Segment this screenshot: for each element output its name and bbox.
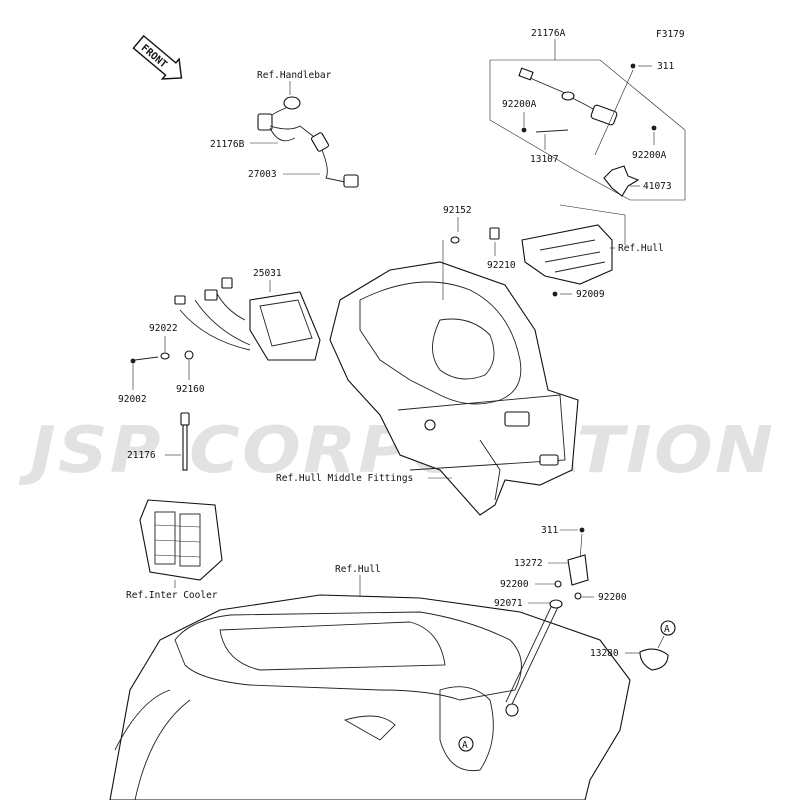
hull-cover-group: Ref.Hull 92009 <box>521 204 664 300</box>
svg-text:A: A <box>664 624 670 635</box>
lower-hull: Ref.Hull A <box>109 564 631 801</box>
handlebar-harness-group: Ref.Handlebar 21176B 27003 <box>210 70 359 188</box>
callout-a-gasket: A <box>660 620 676 636</box>
part-label-92200A-2: 92200A <box>632 150 667 161</box>
bracket-group: 311 13272 92200 92200 92071 A 13280 <box>494 525 676 671</box>
intercooler-group: 21176 Ref.Inter Cooler <box>126 412 223 601</box>
part-label-92022: 92022 <box>149 323 178 334</box>
part-label-92160: 92160 <box>176 384 205 395</box>
part-label-92002: 92002 <box>118 394 147 405</box>
part-label-27003: 27003 <box>248 169 277 180</box>
part-label-13107: 13107 <box>530 154 559 165</box>
part-label-21176: 21176 <box>127 450 156 461</box>
ref-inter-cooler-label: Ref.Inter Cooler <box>126 590 218 601</box>
part-label-92200-2: 92200 <box>598 592 627 603</box>
ref-hull-middle-fittings-label: Ref.Hull Middle Fittings <box>276 473 413 484</box>
part-label-92009: 92009 <box>576 289 605 300</box>
part-label-92210: 92210 <box>487 260 516 271</box>
sensor-assembly-group: 21176A 311 92200A 92200A 13107 41073 <box>489 28 686 201</box>
part-label-92152: 92152 <box>443 205 472 216</box>
part-label-41073: 41073 <box>643 181 672 192</box>
part-label-21176B: 21176B <box>210 139 245 150</box>
part-label-92200A-1: 92200A <box>502 99 537 110</box>
part-label-311-bottom: 311 <box>541 525 558 536</box>
hull-middle-fitting: Ref.Hull Middle Fittings 92152 92210 <box>276 205 579 516</box>
part-label-311-top: 311 <box>657 61 674 72</box>
part-label-13280: 13280 <box>590 648 619 659</box>
part-label-21176A: 21176A <box>531 28 566 39</box>
part-label-13272: 13272 <box>514 558 543 569</box>
meter-group: 25031 92022 92160 92002 <box>118 268 321 405</box>
ref-hull-top-label: Ref.Hull <box>618 243 664 254</box>
ref-handlebar-label: Ref.Handlebar <box>257 70 332 81</box>
figure-code: F3179 <box>656 29 685 40</box>
front-arrow-icon: FRONT <box>132 34 183 80</box>
part-label-25031: 25031 <box>253 268 282 279</box>
callout-a-hull: A <box>458 736 474 752</box>
part-label-92200-1: 92200 <box>500 579 529 590</box>
part-label-92071: 92071 <box>494 598 523 609</box>
svg-text:A: A <box>462 740 468 751</box>
ref-hull-bottom-label: Ref.Hull <box>335 564 381 575</box>
